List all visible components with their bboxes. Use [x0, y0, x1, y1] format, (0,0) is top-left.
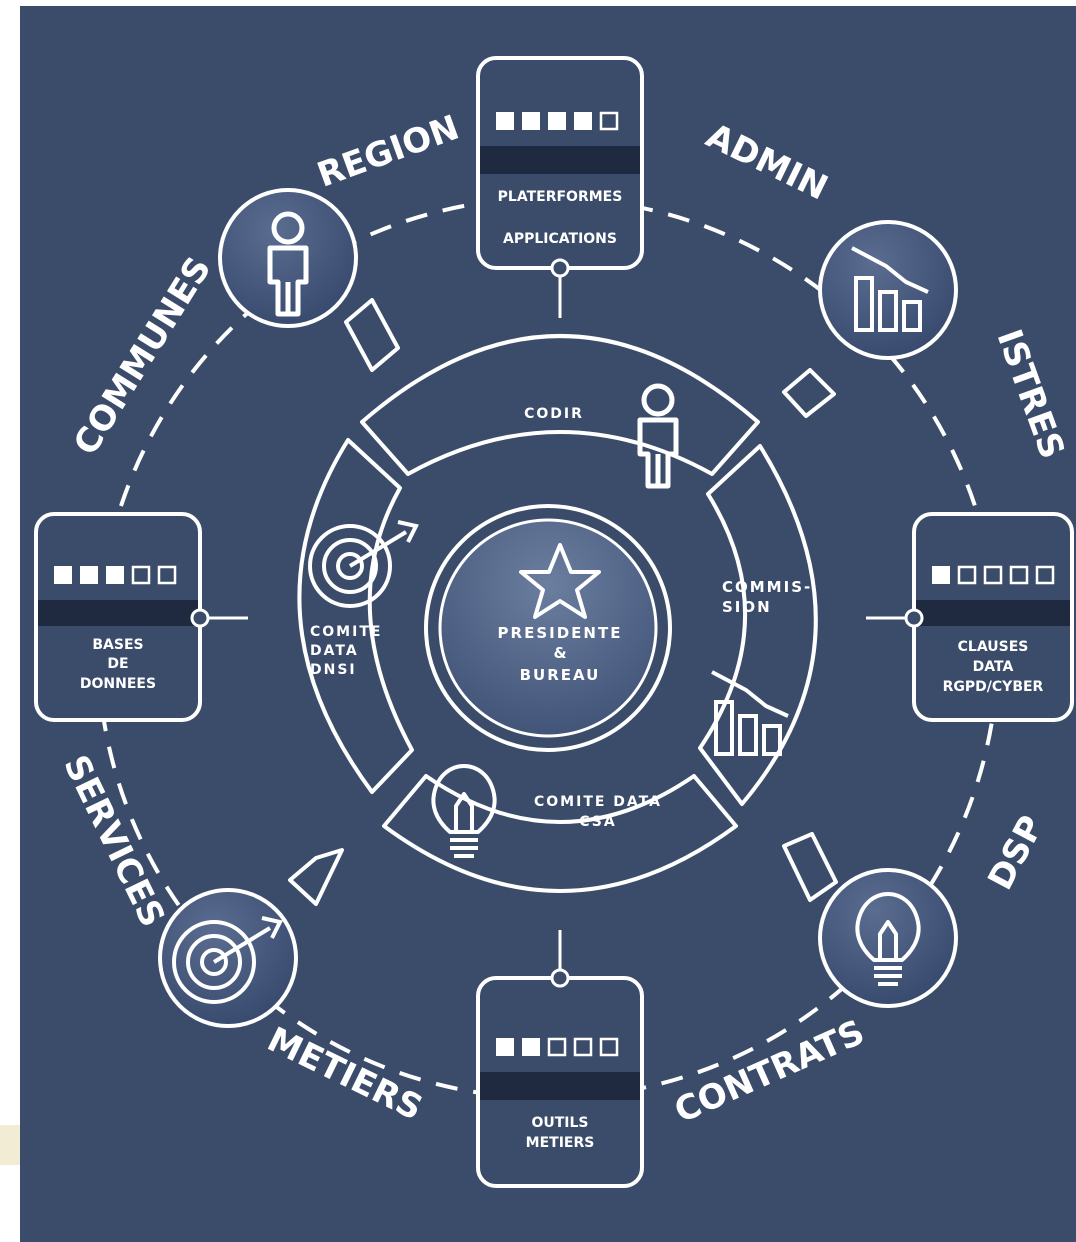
card-bases-de-donnees: BASES DE DONNEES: [34, 512, 210, 722]
segment-csa-label-1: COMITE DATA: [534, 794, 662, 810]
card-dots-top: [496, 111, 619, 131]
card-clauses-data: CLAUSES DATA RGPD/CYBER: [904, 512, 1074, 722]
card-right-line3: RGPD/CYBER: [943, 679, 1044, 695]
segment-comite-dnsi: [297, 438, 414, 794]
diamond-shape: [288, 848, 344, 906]
center-disc: [438, 518, 658, 738]
card-left-line2: DE: [107, 656, 128, 672]
card-dots-left: [54, 565, 177, 585]
diamond-shape: [782, 368, 836, 418]
card-platerformes: PLATERFORMES APPLICATIONS: [476, 56, 644, 278]
center-line2: &: [553, 644, 566, 662]
card-left-line3: DONNEES: [80, 676, 156, 692]
circle-chart: [818, 220, 958, 360]
card-outils-metiers: OUTILS METIERS: [476, 968, 644, 1188]
segment-commission-label-1: COMMIS-: [722, 578, 812, 596]
card-dots-bottom: [496, 1037, 619, 1057]
card-dots-right: [932, 565, 1055, 585]
diamond-shape: [782, 832, 838, 902]
segment-dnsi-label-1: COMITE: [310, 624, 382, 640]
segment-dnsi-label-3: DNSI: [310, 662, 357, 678]
center-line1: PRESIDENTE: [498, 624, 623, 642]
card-right-line1: CLAUSES: [958, 639, 1029, 655]
card-top-line2: APPLICATIONS: [503, 231, 617, 247]
inner-segments: [297, 334, 818, 893]
segment-csa-label-2: CSA: [579, 814, 616, 830]
segment-commission-label-2: SION: [722, 598, 772, 616]
circle-target: [158, 888, 298, 1028]
segment-codir: [360, 334, 760, 476]
card-left-line1: BASES: [92, 637, 143, 653]
segment-codir-label: CODIR: [524, 406, 584, 422]
card-bottom-line2: METIERS: [526, 1135, 595, 1151]
diamond-shape: [344, 298, 400, 372]
connector-node: [550, 258, 570, 278]
edge-tab: [0, 1125, 20, 1165]
connector-node: [550, 968, 570, 988]
circle-person: [218, 188, 358, 328]
segment-dnsi-label-2: DATA: [310, 643, 359, 659]
diamond-shapes: [288, 298, 838, 906]
star-icon: [519, 543, 601, 619]
connector-node: [190, 608, 210, 628]
center-line3: BUREAU: [520, 666, 601, 684]
connector-node: [904, 608, 924, 628]
card-bottom-line1: OUTILS: [531, 1115, 588, 1131]
circle-bulb: [818, 868, 958, 1008]
card-right-line2: DATA: [973, 659, 1014, 675]
card-top-line1: PLATERFORMES: [498, 189, 623, 205]
